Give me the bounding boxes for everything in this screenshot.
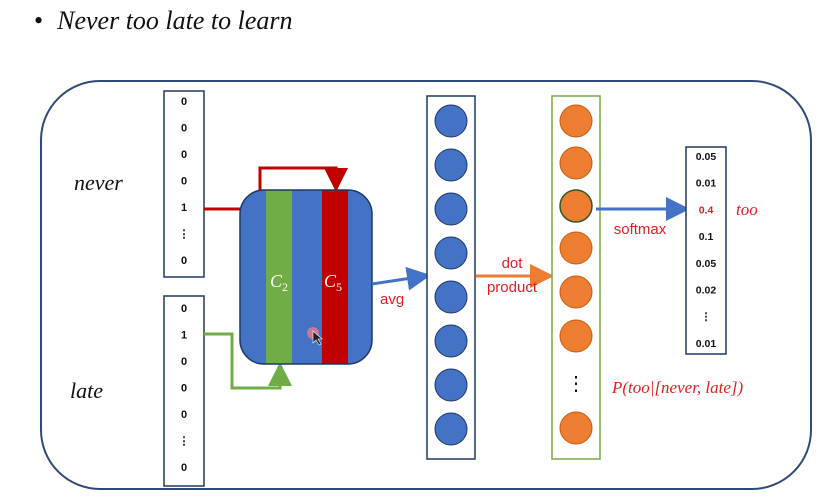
bullet-dot: • (34, 6, 44, 35)
hidden-node (434, 148, 468, 182)
onehot-never-cell: 0 (181, 176, 187, 188)
onehot-never-cell: 0 (181, 149, 187, 161)
product-label: product (487, 279, 538, 296)
softmax-label: softmax (614, 221, 667, 238)
probability-values: 0.05 0.01 0.4 0.1 0.05 0.02 ⋮ 0.01 (696, 151, 717, 350)
label-c2: C2 (270, 271, 288, 294)
onehot-late-box (163, 295, 205, 487)
probability-cell: 0.05 (696, 151, 717, 163)
output-ellipsis: ⋮ (566, 373, 586, 395)
diagram-frame (40, 80, 812, 490)
onehot-late-cell: 1 (181, 330, 187, 342)
avg-arrow (371, 266, 431, 291)
hidden-vector-nodes (434, 104, 468, 446)
avg-label: avg (380, 291, 404, 308)
probability-cell: 0.4 (699, 204, 714, 216)
onehot-never-box (163, 90, 205, 278)
hidden-node (434, 324, 468, 358)
onehot-late-cell: 0 (181, 303, 187, 315)
mouse-cursor-icon (307, 327, 323, 346)
output-node (559, 189, 593, 223)
column-c2 (266, 190, 292, 364)
probability-cell: 0.1 (699, 231, 714, 243)
embedding-matrix (239, 189, 373, 365)
onehot-never-cell: 1 (181, 202, 187, 214)
probability-cell: ⋮ (701, 311, 712, 323)
hidden-node (434, 280, 468, 314)
word-late: late (70, 378, 103, 403)
probability-cell: 0.02 (696, 285, 717, 297)
dot-label: dot (502, 255, 524, 272)
onehot-late-values: 0 1 0 0 0 ⋮ 0 (179, 303, 190, 474)
onehot-late-cell: ⋮ (179, 436, 190, 448)
hidden-node (434, 104, 468, 138)
label-c5: C5 (324, 271, 342, 294)
probability-cell: 0.01 (696, 178, 717, 190)
onehot-never-cell: 0 (181, 123, 187, 135)
probability-cell: 0.05 (696, 258, 717, 270)
output-node (559, 104, 593, 138)
title-text: Never too late to learn (57, 6, 293, 35)
hidden-node (434, 368, 468, 402)
hidden-node (434, 192, 468, 226)
never-to-c5-arrow (258, 166, 348, 192)
onehot-late-cell: 0 (181, 356, 187, 368)
column-c5 (322, 190, 348, 364)
onehot-never-values: 0 0 0 0 1 ⋮ 0 (179, 96, 190, 267)
output-node (559, 275, 593, 309)
output-node (559, 411, 593, 445)
word-never: never (74, 170, 123, 195)
onehot-late-cell: 0 (181, 383, 187, 395)
hidden-node (434, 236, 468, 270)
probability-formula: P(too|[never, late]) (611, 378, 744, 397)
hidden-node (434, 412, 468, 446)
onehot-late-cell: 0 (181, 462, 187, 474)
probability-vector-box (685, 146, 727, 355)
output-node (559, 231, 593, 265)
onehot-never-cell: 0 (181, 96, 187, 108)
onehot-late-cell: 0 (181, 409, 187, 421)
late-to-c2-arrow (204, 332, 292, 390)
output-vector-nodes (559, 104, 593, 445)
output-node (559, 319, 593, 353)
slide-title: • Never too late to learn (34, 6, 293, 36)
probability-cell: 0.01 (696, 338, 717, 350)
onehot-never-cell: ⋮ (179, 229, 190, 241)
target-word: too (736, 200, 758, 219)
output-node (559, 146, 593, 180)
onehot-never-cell: 0 (181, 255, 187, 267)
